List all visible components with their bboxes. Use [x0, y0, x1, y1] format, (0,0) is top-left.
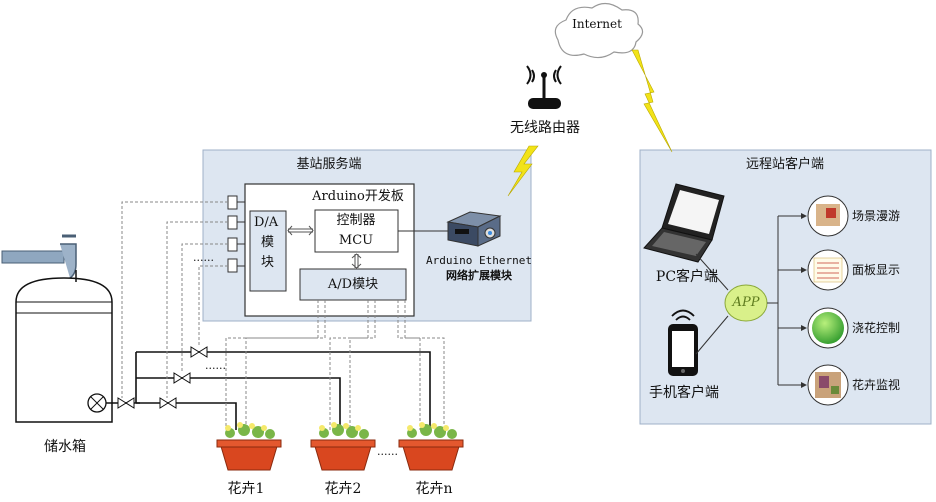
ad-module-box — [299, 268, 407, 301]
lightning-router-ethernet — [507, 145, 539, 197]
feature-label-scene: 场景漫游 — [852, 209, 901, 223]
ethernet-module-icon — [446, 211, 502, 247]
phone-icon — [668, 309, 698, 376]
da-module-box — [249, 210, 287, 292]
phone-client-label: 手机客户端 — [649, 385, 719, 401]
ethernet-label-1: Arduino Ethernet — [426, 254, 532, 267]
feature-thumb-watering — [807, 307, 849, 349]
flower-pot-n — [398, 422, 464, 471]
pipes — [106, 351, 431, 430]
water-tank — [15, 270, 113, 423]
control-lines — [121, 201, 445, 430]
feature-thumb-panel — [807, 249, 849, 291]
ethernet-label-2: 网络扩展模块 — [446, 269, 512, 282]
router-label: 无线路由器 — [510, 120, 580, 136]
router-icon — [526, 65, 562, 109]
valve-ellipsis: ...... — [205, 359, 226, 372]
feature-label-monitor: 花卉监视 — [852, 378, 901, 392]
controller-box — [314, 209, 399, 253]
internal-arrows — [287, 225, 362, 269]
plant-ellipsis: ...... — [377, 445, 398, 458]
tank-label: 储水箱 — [44, 439, 86, 455]
base-station-title: 基站服务端 — [296, 157, 362, 172]
valves — [117, 346, 208, 409]
flower-pot-1 — [216, 422, 282, 471]
feature-label-watering: 浇花控制 — [852, 321, 901, 335]
laptop-icon — [643, 183, 725, 263]
da-module-label-2: 模 — [261, 235, 275, 250]
remote-title: 远程站客户端 — [745, 157, 825, 172]
pc-client-label: PC客户端 — [655, 269, 719, 285]
plant-label-2: 花卉2 — [324, 481, 362, 497]
feature-thumb-monitor — [807, 364, 849, 406]
da-module-label-3: 块 — [261, 255, 275, 270]
internet-cloud — [554, 2, 644, 59]
pump-icon — [87, 393, 107, 413]
feature-thumb-scene — [807, 195, 849, 237]
faucet-icon — [1, 234, 77, 279]
mcu-label: MCU — [338, 233, 374, 248]
internet-label: Internet — [572, 17, 622, 31]
da-module-label-1: D/A — [254, 215, 279, 230]
plant-label-1: 花卉1 — [227, 481, 265, 497]
arduino-board-label: Arduino开发板 — [312, 189, 404, 204]
flower-pot-2 — [310, 422, 376, 471]
app-label: APP — [732, 295, 760, 310]
plant-label-n: 花卉n — [415, 481, 453, 497]
feature-label-panel: 面板显示 — [852, 263, 901, 277]
lightning-internet-pc — [631, 49, 673, 153]
controller-label: 控制器 — [336, 213, 376, 228]
ad-module-label: A/D模块 — [327, 277, 379, 292]
da-port-ellipsis: ...... — [193, 251, 214, 264]
